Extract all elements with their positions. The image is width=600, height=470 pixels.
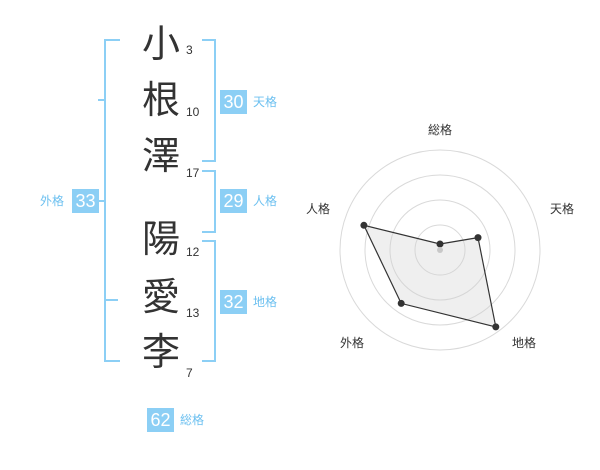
radar-axis-label-gaikaku: 外格 <box>340 335 364 350</box>
gaikaku-label: 外格 <box>40 194 65 208</box>
stroke-count-4: 12 <box>186 245 200 259</box>
radar-points <box>360 221 500 331</box>
radar-grid-ring <box>364 174 516 326</box>
jinkaku-badge: 29 <box>220 189 247 213</box>
radar-axis-label-soukaku: 総格 <box>428 122 452 137</box>
radar-polygon <box>362 224 497 328</box>
name-char-2: 根 <box>141 78 180 122</box>
radar-grid-ring <box>414 224 466 276</box>
radar-axis-label-chikaku: 地格 <box>512 335 536 350</box>
name-char-5: 愛 <box>141 275 180 319</box>
radar-point <box>474 234 482 242</box>
radar-axis-label-jinkaku: 人格 <box>306 201 330 216</box>
gaikaku-badge: 33 <box>72 189 99 213</box>
soukaku-label: 総格 <box>180 413 205 427</box>
name-char-4: 陽 <box>141 217 180 261</box>
tenkaku-badge: 30 <box>220 90 247 114</box>
radar-point <box>397 299 405 307</box>
stroke-count-6: 7 <box>186 366 193 380</box>
radar-point <box>360 221 368 229</box>
stroke-count-5: 13 <box>186 306 200 320</box>
tenkaku-label: 天格 <box>253 95 278 109</box>
tenkaku-bracket <box>202 39 216 162</box>
radar-point <box>492 323 500 331</box>
gaikaku-bracket-tick <box>104 299 118 301</box>
jinkaku-bracket <box>202 170 216 233</box>
name-char-3: 澤 <box>141 134 180 178</box>
stroke-count-1: 3 <box>186 43 193 57</box>
soukaku-badge: 62 <box>147 408 174 432</box>
name-char-1: 小 <box>141 22 180 66</box>
chikaku-badge: 32 <box>220 290 247 314</box>
stroke-count-2: 10 <box>186 105 200 119</box>
stroke-count-3: 17 <box>186 166 200 180</box>
gaikaku-bracket <box>104 39 120 362</box>
chikaku-bracket <box>202 240 216 362</box>
radar-grid-ring <box>389 199 491 301</box>
jinkaku-label: 人格 <box>253 194 278 208</box>
radar-point <box>436 240 444 248</box>
radar-center-dot <box>437 247 443 253</box>
chikaku-label: 地格 <box>253 295 278 309</box>
name-char-6: 李 <box>141 330 180 374</box>
gaikaku-bracket-tick <box>98 99 106 101</box>
radar-axis-label-tenkaku: 天格 <box>550 201 574 216</box>
